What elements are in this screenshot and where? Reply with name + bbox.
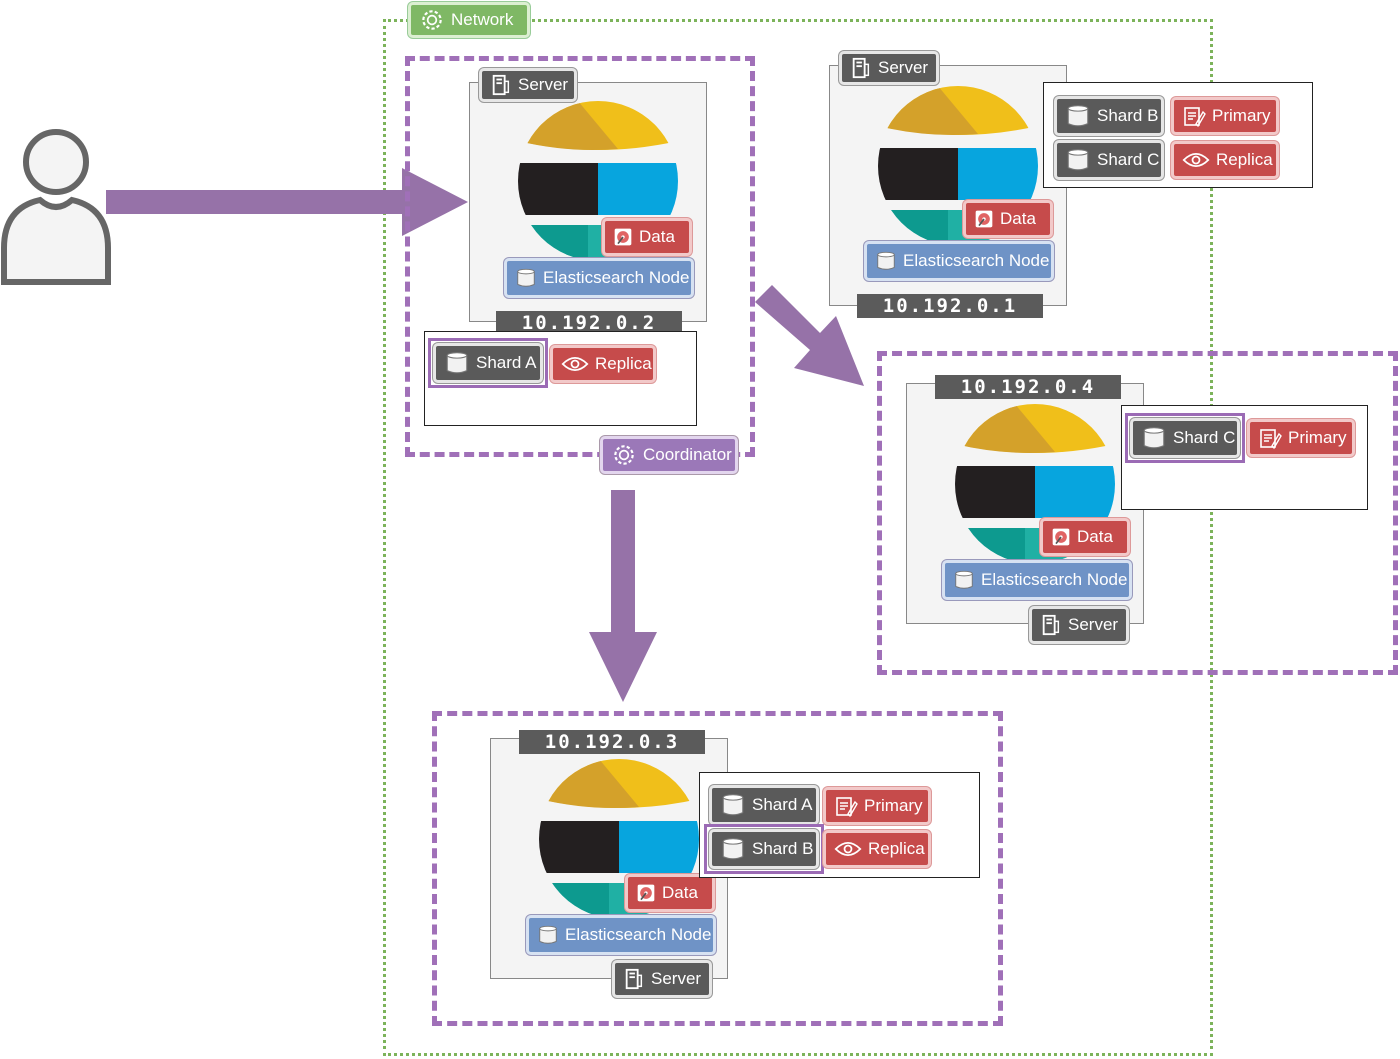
server-icon (1040, 614, 1062, 636)
data-role-badge: Data (625, 874, 715, 912)
database-icon (1141, 425, 1167, 451)
arrow-to-node-4 (755, 285, 864, 386)
database-icon (875, 250, 897, 272)
shard-role: Replica (868, 839, 925, 858)
arrow-to-node-3 (611, 490, 635, 632)
server-label: Server (1068, 615, 1119, 634)
gear-icon (611, 442, 637, 468)
node-label: Elasticsearch Node (903, 251, 1050, 270)
shard-highlight (428, 338, 548, 388)
database-icon (515, 267, 537, 289)
database-icon (1065, 147, 1091, 173)
network-label: Network (451, 10, 514, 29)
shard-badge: Shard A (433, 343, 543, 383)
node-label: Elasticsearch Node (981, 570, 1128, 589)
node-label: Elasticsearch Node (543, 268, 690, 287)
shard-name: Shard C (1173, 428, 1236, 447)
elasticsearch-node-badge: Elasticsearch Node (504, 258, 694, 298)
server-icon (623, 968, 645, 990)
shard-role: Replica (1216, 150, 1273, 169)
coordinator-group (405, 56, 755, 457)
role-label: Data (662, 883, 698, 902)
elasticsearch-node-badge: Elasticsearch Node (526, 915, 716, 955)
node-group (432, 711, 1003, 1026)
server-badge: Server (839, 51, 939, 85)
database-icon (537, 924, 559, 946)
database-icon (720, 792, 746, 818)
disk-icon (613, 227, 633, 247)
shard-role-badge: Replica (1171, 141, 1279, 179)
arrow-user-to-coordinator (106, 190, 408, 214)
network-badge: Network (408, 2, 530, 38)
server-label: Server (651, 969, 702, 988)
shard-highlight (704, 824, 824, 874)
disk-icon (636, 883, 656, 903)
eye-icon (561, 355, 589, 373)
shard-badge: Shard C (1130, 418, 1240, 458)
database-icon (444, 350, 470, 376)
shard-badge: Shard C (1054, 140, 1164, 180)
server-badge: Server (479, 68, 577, 102)
shard-role-badge: Replica (550, 345, 656, 383)
eye-icon (834, 840, 862, 858)
server-badge: Server (612, 960, 712, 998)
role-label: Data (639, 227, 675, 246)
database-icon (720, 836, 746, 862)
coordinator-badge: Coordinator (600, 436, 738, 474)
shard-role: Primary (1212, 106, 1271, 125)
shard-badge: Shard A (709, 785, 819, 825)
document-icon (1182, 104, 1206, 128)
coordinator-label: Coordinator (643, 445, 732, 464)
shard-name: Shard C (1097, 150, 1160, 169)
shard-role-badge: Replica (823, 830, 931, 868)
shard-role: Primary (1288, 428, 1347, 447)
shard-highlight (1125, 413, 1245, 463)
node-label: Elasticsearch Node (565, 925, 712, 944)
node-ip: 10.192.0.1 (857, 294, 1043, 318)
server-badge: Server (1029, 606, 1129, 644)
server-icon (490, 74, 512, 96)
shard-badge: Shard B (1054, 96, 1164, 136)
role-label: Data (1000, 209, 1036, 228)
shard-name: Shard B (1097, 106, 1159, 125)
elasticsearch-node-badge: Elasticsearch Node (864, 241, 1054, 281)
user-icon (1, 129, 111, 285)
role-label: Data (1077, 527, 1113, 546)
elasticsearch-node-badge: Elasticsearch Node (942, 560, 1132, 600)
shard-role: Replica (595, 354, 652, 373)
shard-role-badge: Primary (1171, 97, 1279, 135)
shard-role-badge: Primary (823, 787, 931, 825)
server-icon (850, 57, 872, 79)
shard-badge: Shard B (709, 829, 819, 869)
node-ip: 10.192.0.4 (935, 375, 1121, 399)
data-role-badge: Data (963, 200, 1053, 238)
data-role-badge: Data (602, 218, 692, 256)
node-group (877, 351, 1398, 675)
node-ip: 10.192.0.3 (519, 730, 705, 754)
disk-icon (974, 209, 994, 229)
database-icon (1065, 103, 1091, 129)
shard-role: Primary (864, 796, 923, 815)
data-role-badge: Data (1040, 518, 1130, 556)
server-label: Server (878, 58, 929, 77)
server-label: Server (518, 75, 569, 94)
document-icon (834, 794, 858, 818)
shard-role-badge: Primary (1247, 419, 1355, 457)
shard-name: Shard A (476, 353, 537, 372)
shard-name: Shard B (752, 839, 814, 858)
database-icon (953, 569, 975, 591)
network-boundary (383, 19, 1213, 1056)
shard-name: Shard A (752, 795, 813, 814)
document-icon (1258, 426, 1282, 450)
eye-icon (1182, 151, 1210, 169)
disk-icon (1051, 527, 1071, 547)
